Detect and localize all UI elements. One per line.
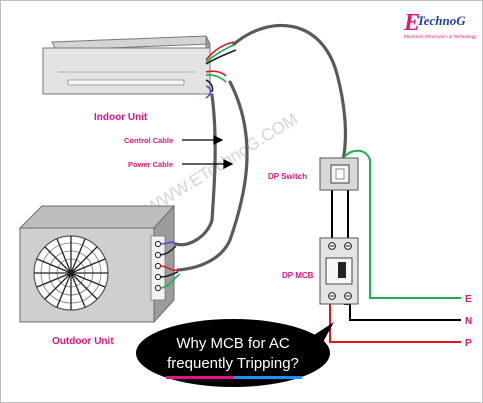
- phase-wire: [329, 304, 461, 343]
- logo-letter: E: [403, 10, 420, 36]
- power-cable-label: Power Cable: [128, 160, 173, 169]
- control-cable: [174, 93, 217, 247]
- bubble-underline-magenta: [166, 376, 234, 379]
- terminal-n-label: N: [465, 316, 472, 327]
- control-cable-label: Control Cable: [124, 136, 173, 145]
- etechnog-logo: E TechnoG Electrical, Electronics & Tech…: [403, 10, 477, 39]
- outdoor-unit-label: Outdoor Unit: [52, 336, 114, 347]
- bubble-line-1: Why MCB for AC: [176, 335, 290, 352]
- indoor-unit-label: Indoor Unit: [94, 112, 148, 123]
- question-bubble: Why MCB for AC frequently Tripping?: [136, 319, 334, 387]
- supply-cable: [232, 23, 348, 162]
- power-cable: [176, 80, 249, 272]
- earth-wire: [342, 149, 461, 299]
- dp-switch: [319, 157, 359, 191]
- cables: [174, 23, 348, 272]
- bubble-line-2: frequently Tripping?: [167, 355, 299, 372]
- indoor-unit: [42, 35, 211, 95]
- dp-mcb: [319, 237, 359, 305]
- callout-arrows: [182, 135, 234, 169]
- supply-wires: [329, 149, 461, 343]
- terminal-p-label: P: [465, 338, 472, 349]
- dp-switch-label: DP Switch: [268, 172, 307, 181]
- outdoor-unit: [18, 204, 181, 324]
- bubble-underline-blue: [234, 376, 302, 379]
- indoor-terminal-wires: [205, 41, 237, 99]
- terminal-e-label: E: [465, 294, 472, 305]
- outdoor-fan-grille: [33, 235, 109, 311]
- logo-word: TechnoG: [417, 13, 466, 28]
- dp-mcb-label: DP MCB: [282, 271, 314, 280]
- logo-tagline: Electrical, Electronics & Technology: [404, 34, 477, 39]
